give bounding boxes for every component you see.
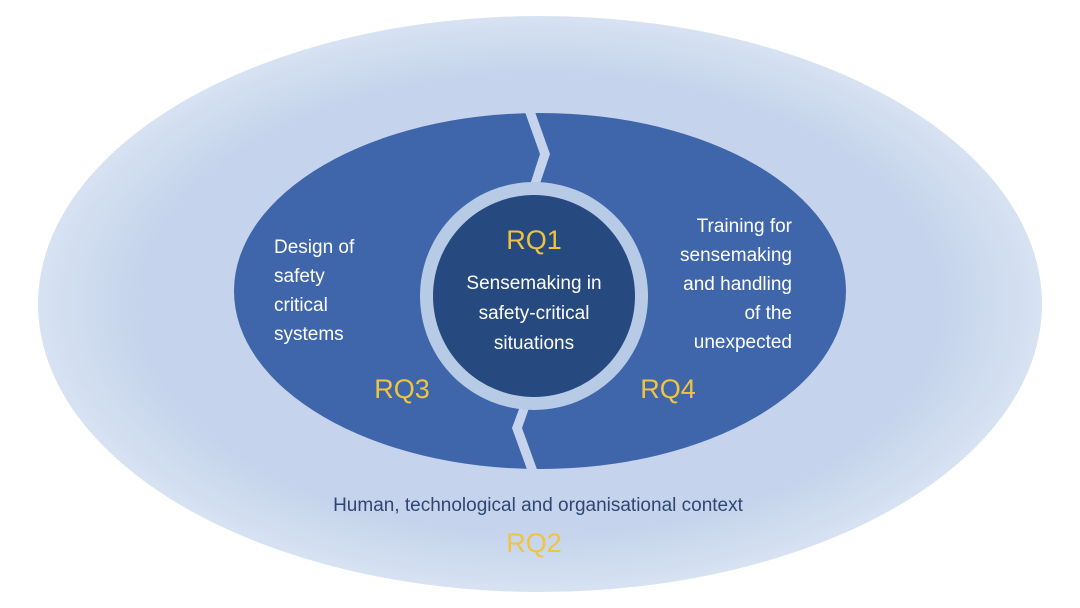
outer-context-label: Human, technological and organisational …	[333, 495, 743, 516]
center-topic-label: Sensemaking in safety-critical situation…	[466, 273, 602, 354]
rq2-label: RQ2	[506, 528, 562, 558]
rq3-label: RQ3	[374, 374, 430, 404]
rq1-label: RQ1	[506, 225, 562, 255]
right-topic-label: Training for sensemaking and handling of…	[680, 216, 792, 353]
left-topic-label: Design of safety critical systems	[274, 237, 355, 345]
rq4-label: RQ4	[640, 374, 696, 404]
center-circle	[433, 195, 635, 397]
